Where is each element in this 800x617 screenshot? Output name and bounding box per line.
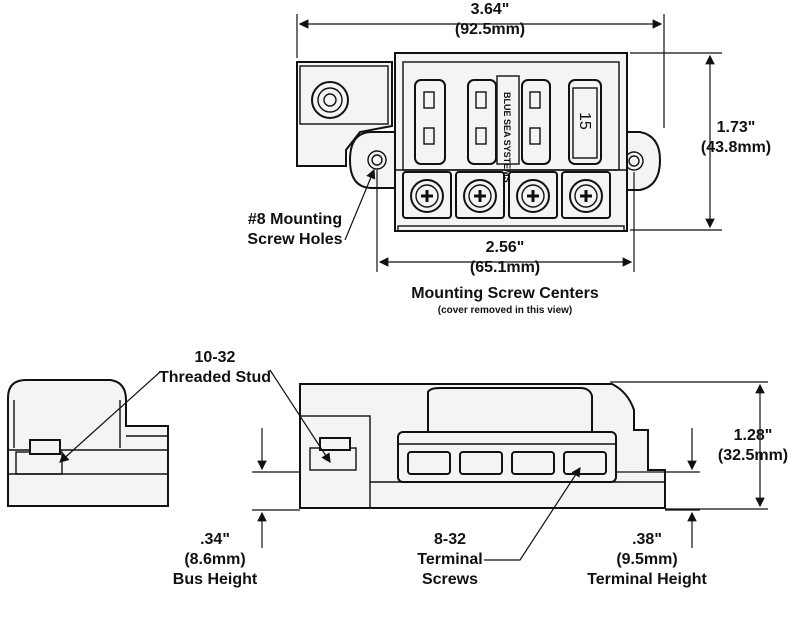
centers-label: 2.56" (65.1mm) bbox=[435, 238, 575, 278]
stud-line1: 10-32 bbox=[194, 349, 236, 366]
mount-holes-line1: #8 Mounting bbox=[247, 211, 343, 228]
bus-height-dimension bbox=[252, 428, 300, 548]
centers-inches: 2.56" bbox=[485, 239, 525, 256]
width-mm: (92.5mm) bbox=[454, 21, 526, 38]
side-terminal-screws bbox=[407, 451, 607, 475]
overall-height-inches: 1.28" bbox=[733, 427, 773, 444]
terminal-height-inches: .38" bbox=[632, 531, 662, 548]
bus-height-caption: Bus Height bbox=[172, 571, 258, 588]
mount-holes-label: #8 Mounting Screw Holes bbox=[220, 210, 370, 250]
fuse-slots bbox=[414, 79, 602, 165]
stud-leader-left bbox=[59, 371, 161, 463]
width-label: 3.64" (92.5mm) bbox=[420, 0, 560, 40]
overall-height-label: 1.28" (32.5mm) bbox=[706, 426, 800, 466]
overall-height-dimension bbox=[610, 381, 768, 510]
bus-height-mm: (8.6mm) bbox=[184, 551, 246, 568]
threaded-stud bbox=[311, 81, 349, 119]
side-view-main bbox=[59, 369, 768, 561]
height-dimension bbox=[630, 52, 722, 231]
terminal-height-mm: (9.5mm) bbox=[616, 551, 678, 568]
mount-hole-leader bbox=[344, 168, 376, 241]
centers-mm: (65.1mm) bbox=[469, 259, 541, 276]
width-dimension bbox=[296, 14, 665, 128]
right-mounting-ear bbox=[623, 131, 662, 191]
stud-leader-right bbox=[269, 369, 331, 464]
left-mounting-ear bbox=[348, 131, 399, 189]
height-inches: 1.73" bbox=[716, 119, 756, 136]
width-inches: 3.64" bbox=[470, 1, 510, 18]
overall-height-mm: (32.5mm) bbox=[717, 447, 789, 464]
brand-text: BLUE SEA SYSTEMS bbox=[502, 92, 512, 183]
fuse-rating: 15 bbox=[576, 112, 593, 130]
stud-line2: Threaded Stud bbox=[158, 369, 271, 386]
centers-dimension bbox=[376, 170, 635, 272]
brand-strip bbox=[496, 75, 520, 165]
stud-label: 10-32 Threaded Stud bbox=[140, 348, 290, 388]
centers-caption: Mounting Screw Centers bbox=[411, 285, 599, 302]
height-mm: (43.8mm) bbox=[700, 139, 772, 156]
terminal-screws-label: 8-32 Terminal Screws bbox=[400, 530, 500, 590]
terminal-height-dimension bbox=[616, 428, 700, 548]
side-view-left bbox=[7, 379, 169, 507]
bus-height-inches: .34" bbox=[200, 531, 230, 548]
bus-height-label: .34" (8.6mm) Bus Height bbox=[160, 530, 270, 590]
mount-holes-line2: Screw Holes bbox=[247, 231, 343, 248]
height-label: 1.73" (43.8mm) bbox=[672, 118, 800, 158]
terminal-height-label: .38" (9.5mm) Terminal Height bbox=[582, 530, 712, 590]
terminal-height-caption: Terminal Height bbox=[587, 571, 707, 588]
terminal-screw-heads bbox=[410, 179, 603, 213]
terminal-screws-line3: Screws bbox=[421, 571, 479, 588]
terminal-screws-line1: 8-32 bbox=[433, 531, 467, 548]
centers-note: (cover removed in this view) bbox=[437, 305, 573, 316]
top-view: BLUE SEA SYSTEMS 15 bbox=[296, 14, 722, 272]
terminal-screws-line2: Terminal bbox=[417, 551, 483, 568]
screws-leader bbox=[484, 466, 581, 561]
